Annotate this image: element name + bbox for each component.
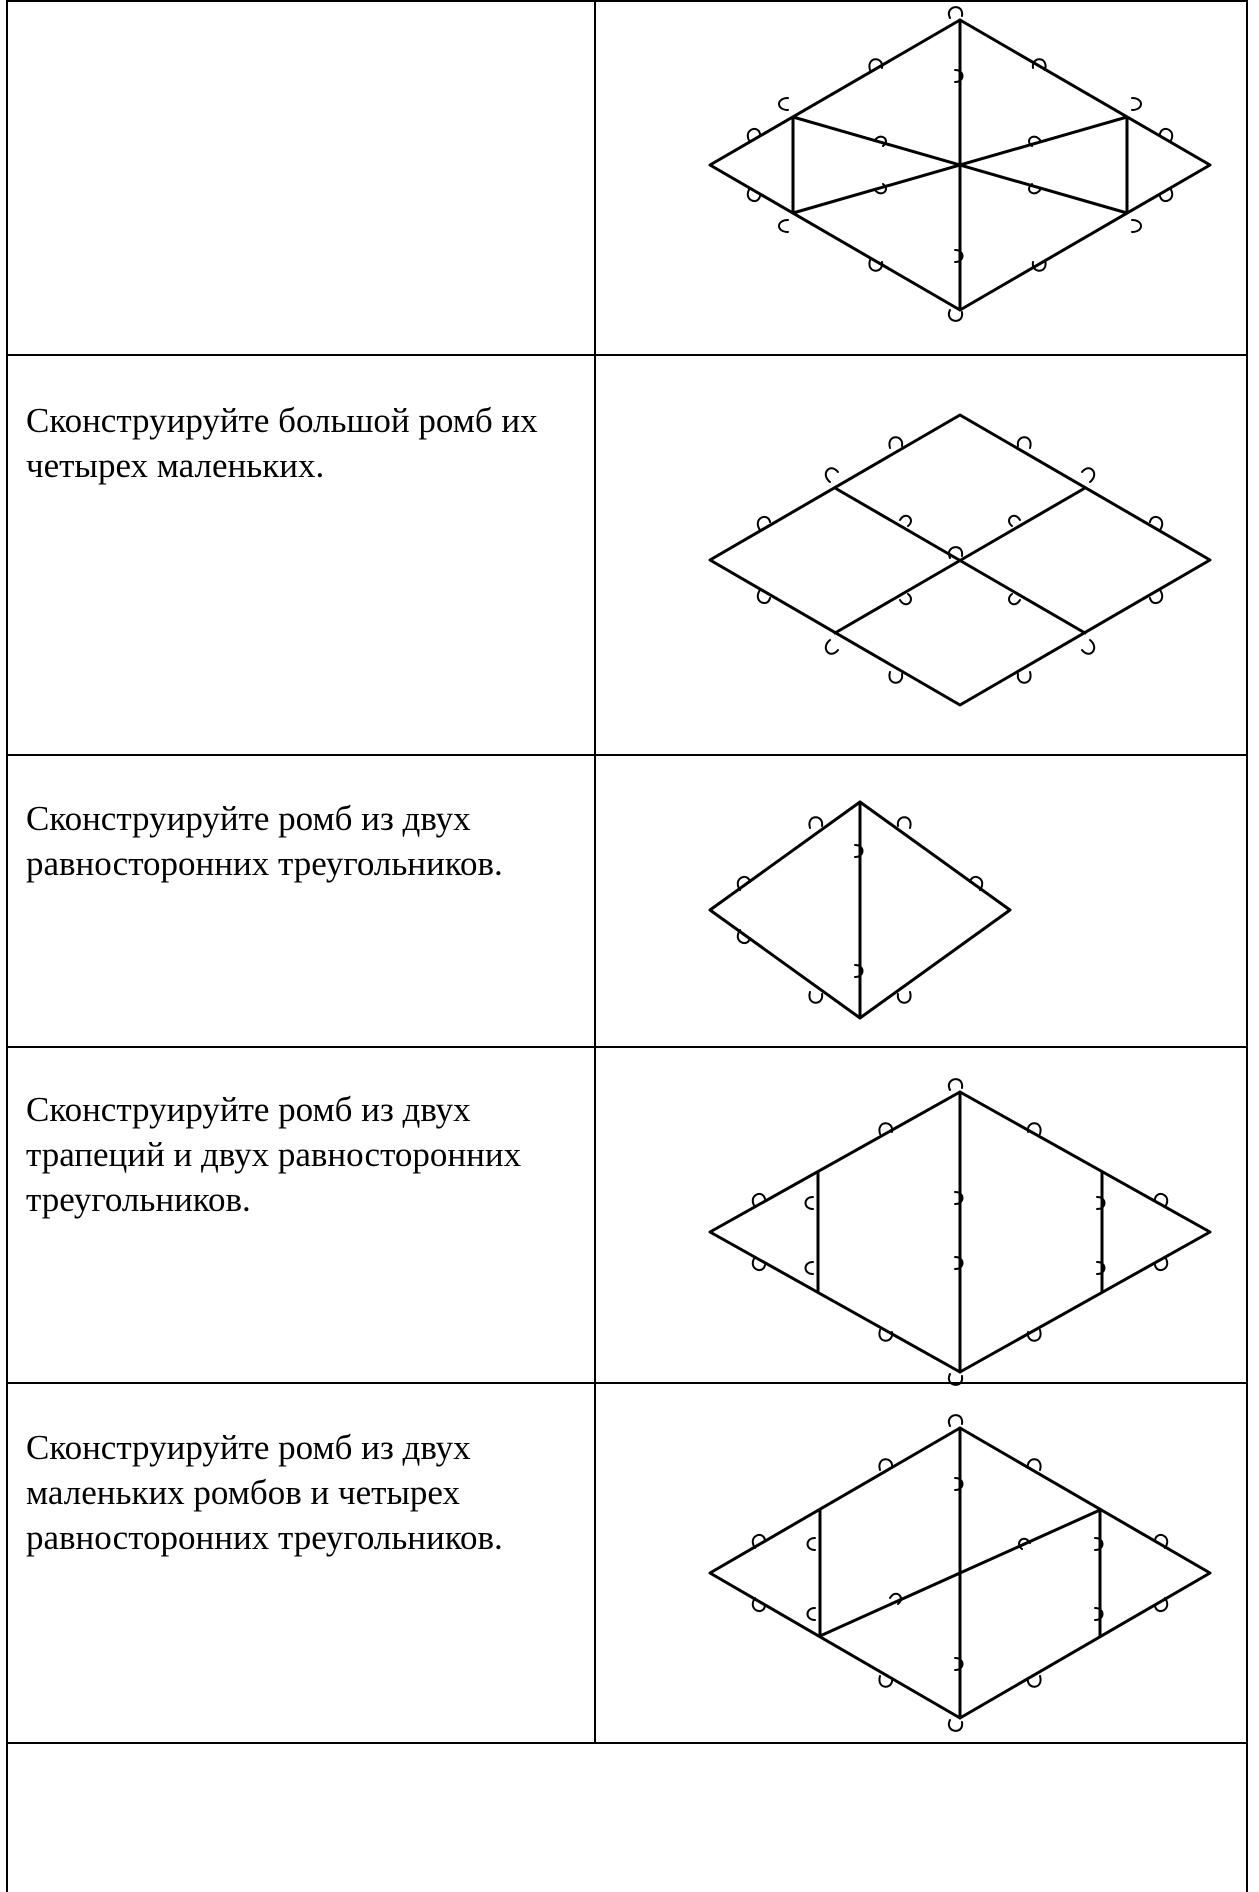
- table-border-right: [1246, 0, 1248, 1892]
- rhombus-trapezoids-triangles-diagram: [700, 1078, 1220, 1386]
- row-divider: [6, 1046, 1248, 1048]
- rhombus-rhombi-triangles-diagram: [700, 1414, 1220, 1732]
- table-border-left: [6, 0, 8, 1892]
- rhombus-two-triangles-diagram: [700, 790, 1030, 1030]
- column-divider: [594, 0, 596, 1742]
- instruction-text: Сконструируйте ромб из двух трапеций и д…: [26, 1090, 522, 1219]
- rhombus-six-triangles-diagram: [700, 6, 1220, 322]
- row-divider: [6, 754, 1248, 756]
- instruction-text: Сконструируйте ромб из двух равносторонн…: [26, 799, 503, 883]
- rhombus-four-small-rhombi-diagram: [700, 400, 1220, 710]
- row-divider: [6, 354, 1248, 356]
- table-border-top: [6, 0, 1248, 2]
- row-divider: [6, 1742, 1248, 1744]
- worksheet-table: Сконструируйте большой ромб их четырех м…: [6, 0, 1248, 1892]
- instruction-text: Сконструируйте большой ромб их четырех м…: [26, 401, 538, 485]
- row-divider: [6, 1382, 1248, 1384]
- instruction-text: Сконструируйте ромб из двух маленьких ро…: [26, 1428, 503, 1557]
